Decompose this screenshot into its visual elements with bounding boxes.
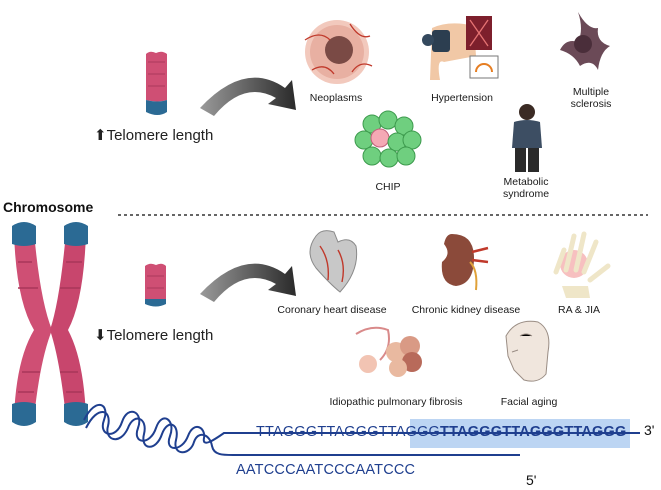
- short-telomere-chromatid-icon: [145, 263, 166, 307]
- kidney-icon: [441, 234, 489, 291]
- curved-arrow-lower-icon: [200, 263, 296, 302]
- aged-face-icon: [505, 320, 550, 382]
- blood-pressure-cuff-icon: [422, 16, 499, 80]
- three-prime-end-label: 3': [644, 422, 655, 438]
- tumor-cell-icon: [304, 20, 373, 84]
- blood-cells-icon: [354, 110, 422, 168]
- person-silhouette-icon: [512, 104, 542, 172]
- chromosome-title: Chromosome: [3, 199, 94, 215]
- disease-label-pulmonary-fibrosis: Idiopathic pulmonary fibrosis: [329, 396, 463, 408]
- disease-label-chip: CHIP: [375, 181, 401, 193]
- long-telomere-chromatid-icon: [146, 51, 167, 115]
- lung-alveoli-icon: [355, 326, 422, 377]
- telomere-length-long: ⬆Telomere length: [94, 127, 214, 144]
- arrow-up-icon: ⬆: [94, 127, 107, 144]
- bottom-strand-sequence: AATCCCAATCCCAATCCC: [236, 462, 416, 478]
- telomere-length-short: ⬇Telomere length: [94, 327, 214, 344]
- five-prime-end-label: 5': [526, 472, 537, 488]
- disease-label-chronic-kidney-disease: Chronic kidney disease: [411, 304, 521, 316]
- top-strand-highlight: TTAGGGTTAGGGTTAGGG: [440, 424, 627, 440]
- disease-label-multiple-sclerosis: Multiple sclerosis: [570, 86, 612, 111]
- curved-arrow-upper-icon: [200, 77, 296, 116]
- heart-icon: [309, 230, 358, 293]
- coiled-dna-icon: [83, 404, 238, 449]
- disease-label-hypertension: Hypertension: [431, 92, 493, 104]
- top-strand-plain: TTAGGGTTAGGGTTAGGG: [256, 424, 441, 440]
- hand-joints-icon: [553, 231, 611, 298]
- chromosome-icon: [12, 222, 88, 426]
- disease-label-metabolic-syndrome: Metabolic syndrome: [502, 176, 550, 201]
- disease-label-ra-jia: RA & JIA: [557, 304, 600, 316]
- arrow-down-icon: ⬇: [94, 327, 107, 344]
- disease-label-coronary-heart-disease: Coronary heart disease: [277, 304, 387, 316]
- disease-label-facial-aging: Facial aging: [500, 396, 558, 408]
- neuron-icon: [560, 12, 610, 70]
- disease-label-neoplasms: Neoplasms: [309, 92, 363, 104]
- top-strand-sequence: TTAGGGTTAGGGTTAGGGTTAGGGTTAGGGTTAGGG: [256, 424, 626, 440]
